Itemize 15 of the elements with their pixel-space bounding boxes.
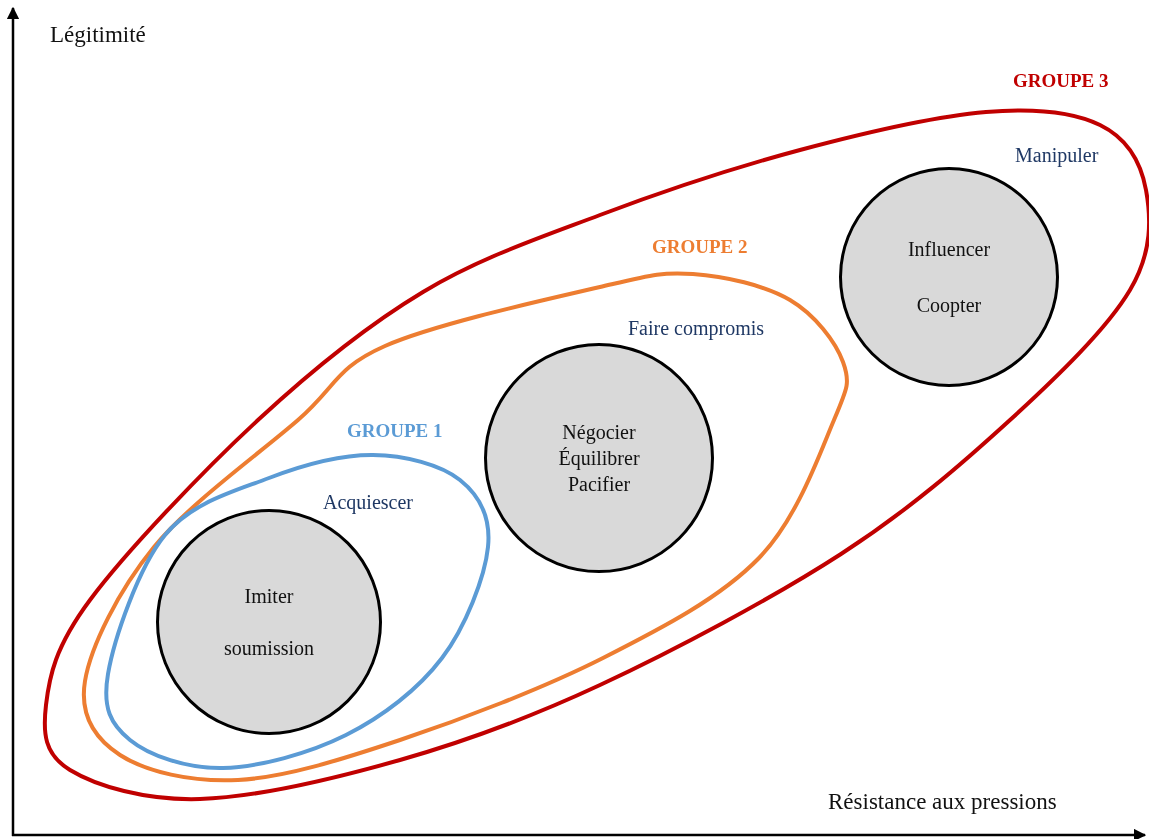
strategy-label: Manipuler — [1015, 144, 1099, 166]
axis-title: Résistance aux pressions — [828, 789, 1057, 815]
circle-label: soumission — [224, 636, 314, 661]
circle-label: Imiter — [244, 584, 294, 609]
circle-label: Équilibrer — [558, 446, 640, 471]
circle-label: Coopter — [916, 293, 982, 318]
axis-title: Légitimité — [50, 22, 146, 48]
group-heading: GROUPE 1 — [347, 420, 443, 442]
circle-label: Négocier — [562, 420, 636, 445]
strategy-label: Acquiescer — [323, 491, 413, 513]
strategy-label: Faire compromis — [628, 317, 765, 339]
group-heading: GROUPE 2 — [652, 236, 748, 258]
group-heading: GROUPE 3 — [1013, 70, 1109, 92]
circle-label: Pacifier — [567, 472, 631, 497]
circle-label: Influencer — [907, 237, 991, 262]
